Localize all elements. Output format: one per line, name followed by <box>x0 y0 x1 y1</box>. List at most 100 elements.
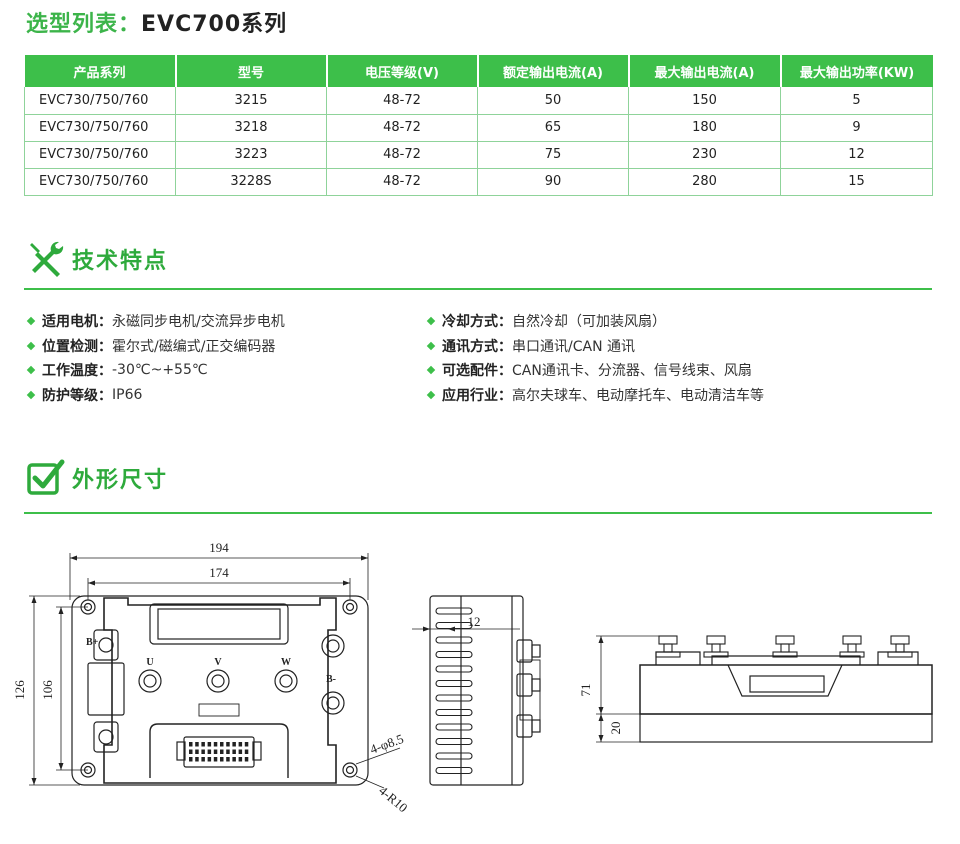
terminal-u-label: U <box>146 657 153 668</box>
terminal-b-minus-label: B- <box>326 674 336 685</box>
connector-pin <box>232 757 236 762</box>
connector-pin <box>201 742 205 747</box>
table-cell: 180 <box>628 114 781 142</box>
heatsink-fin <box>435 621 473 630</box>
connector-pin <box>189 742 193 747</box>
connector-pin <box>207 757 212 762</box>
title-prefix: 选型列表： <box>26 12 142 37</box>
feature-key: 应用行业 <box>442 387 498 404</box>
connector-pins <box>189 742 249 762</box>
terminal-post <box>772 635 798 658</box>
table-row: EVC730/750/760 3215 48-72 50 150 5 <box>24 87 933 115</box>
connector-pin <box>201 749 205 754</box>
feature-value: 自然冷却（可加装风扇） <box>512 314 666 331</box>
heatsink-fin <box>435 636 473 644</box>
diamond-bullet-icon <box>26 317 36 326</box>
diamond-bullet-icon <box>426 341 436 350</box>
feature-value: 高尔夫球车、电动摩托车、电动清洁车等 <box>512 387 764 404</box>
table-cell: EVC730/750/760 <box>24 168 176 196</box>
column-header: 电压等级(V) <box>326 55 479 87</box>
connector-pin <box>213 749 218 754</box>
table-cell: 90 <box>477 168 629 196</box>
terminal-w-label: W <box>281 657 291 668</box>
table-cell: EVC730/750/760 <box>24 141 176 169</box>
dim-flange: 12 <box>468 614 481 629</box>
connector-pin <box>232 742 236 747</box>
feature-value: IP66 <box>112 386 143 403</box>
dim-overall-height: 126 <box>12 680 27 700</box>
dimensions-heading-text: 外形尺寸 <box>72 467 169 493</box>
table-cell: 48-72 <box>326 141 478 169</box>
table-cell: 75 <box>477 141 629 169</box>
table-cell: 48-72 <box>326 168 478 196</box>
table-cell: 48-72 <box>326 114 478 142</box>
connector-pin <box>207 742 212 747</box>
connector-pin <box>189 749 193 754</box>
hole-leaders <box>355 747 401 789</box>
dim-total-height: 71 <box>578 684 593 697</box>
features-heading-text: 技术特点 <box>72 248 169 274</box>
table-cell: 12 <box>780 141 933 169</box>
table-cell: 9 <box>780 114 933 142</box>
connector-pin <box>238 757 243 762</box>
dim-corner-radius: 4-R10 <box>376 783 411 815</box>
table-cell: 3223 <box>175 141 327 169</box>
terminal-post <box>703 635 729 658</box>
selection-table: 产品系列 型号 电压等级(V) 额定输出电流(A) 最大输出电流(A) 最大输出… <box>24 55 933 196</box>
heatsink-fin <box>435 607 473 615</box>
connector-pin <box>207 749 212 754</box>
column-header: 最大输出功率(KW) <box>780 55 933 87</box>
feature-value: 永磁同步电机/交流异步电机 <box>112 314 285 331</box>
terminal-v-label: V <box>214 657 222 668</box>
connector-pin <box>244 749 249 754</box>
terminal-post <box>839 635 865 658</box>
table-cell: 280 <box>628 168 781 196</box>
feature-key: 位置检测 <box>42 338 98 355</box>
wrench-screwdriver-icon <box>30 241 64 277</box>
connector-pin <box>238 742 243 747</box>
connector-pin <box>244 757 249 762</box>
feature-item: 工作温度：-30℃~+55℃ <box>26 358 285 383</box>
connector-pin <box>220 757 224 762</box>
table-header-row: 产品系列 型号 电压等级(V) 额定输出电流(A) 最大输出电流(A) 最大输出… <box>24 55 933 87</box>
diamond-bullet-icon <box>426 366 436 375</box>
heatsink-fin <box>435 737 473 746</box>
connector-pin <box>213 757 218 762</box>
table-cell: EVC730/750/760 <box>24 114 176 142</box>
heatsink-fin <box>435 766 473 775</box>
table-cell: 3218 <box>175 114 327 142</box>
column-header: 额定输出电流(A) <box>477 55 630 87</box>
terminal-post <box>655 635 681 658</box>
table-cell: 48-72 <box>326 87 478 115</box>
dim-hole-spacing-width: 174 <box>209 565 229 580</box>
connector-pin <box>220 742 224 747</box>
feature-key: 工作温度 <box>42 363 98 380</box>
connector-pin <box>244 742 249 747</box>
connector-pin <box>226 742 230 747</box>
feature-item: 冷却方式：自然冷却（可加装风扇） <box>426 309 764 334</box>
diamond-bullet-icon <box>426 390 436 399</box>
feature-value: CAN通讯卡、分流器、信号线束、风扇 <box>512 363 752 380</box>
feature-value: 霍尔式/磁编式/正交编码器 <box>112 338 276 355</box>
heatsink-fin <box>435 708 473 717</box>
feature-item: 位置检测：霍尔式/磁编式/正交编码器 <box>26 334 285 359</box>
heatsink-fin <box>435 679 473 688</box>
heatsink-fin <box>435 665 473 673</box>
diamond-bullet-icon <box>426 317 436 326</box>
heatsink-fin <box>435 723 473 731</box>
heatsink-fin <box>435 650 473 659</box>
feature-item: 防护等级：IP66 <box>26 383 285 408</box>
connector-pin <box>238 749 243 754</box>
feature-value: 串口通讯/CAN 通讯 <box>512 338 635 355</box>
features-left-column: 适用电机：永磁同步电机/交流异步电机 位置检测：霍尔式/磁编式/正交编码器 工作… <box>26 309 285 407</box>
connector-pin <box>189 757 193 762</box>
connector-pin <box>226 757 230 762</box>
table-cell: EVC730/750/760 <box>24 87 176 115</box>
dimension-drawing: 194 174 126 106 4-φ8.5 4-R10 B+ B- U V W… <box>12 540 933 815</box>
elevation-view <box>596 635 933 743</box>
table-cell: 50 <box>477 87 629 115</box>
table-cell: 3215 <box>175 87 327 115</box>
column-header: 型号 <box>175 55 328 87</box>
heatsink-fins <box>435 607 473 775</box>
checkbox-icon <box>27 459 65 495</box>
